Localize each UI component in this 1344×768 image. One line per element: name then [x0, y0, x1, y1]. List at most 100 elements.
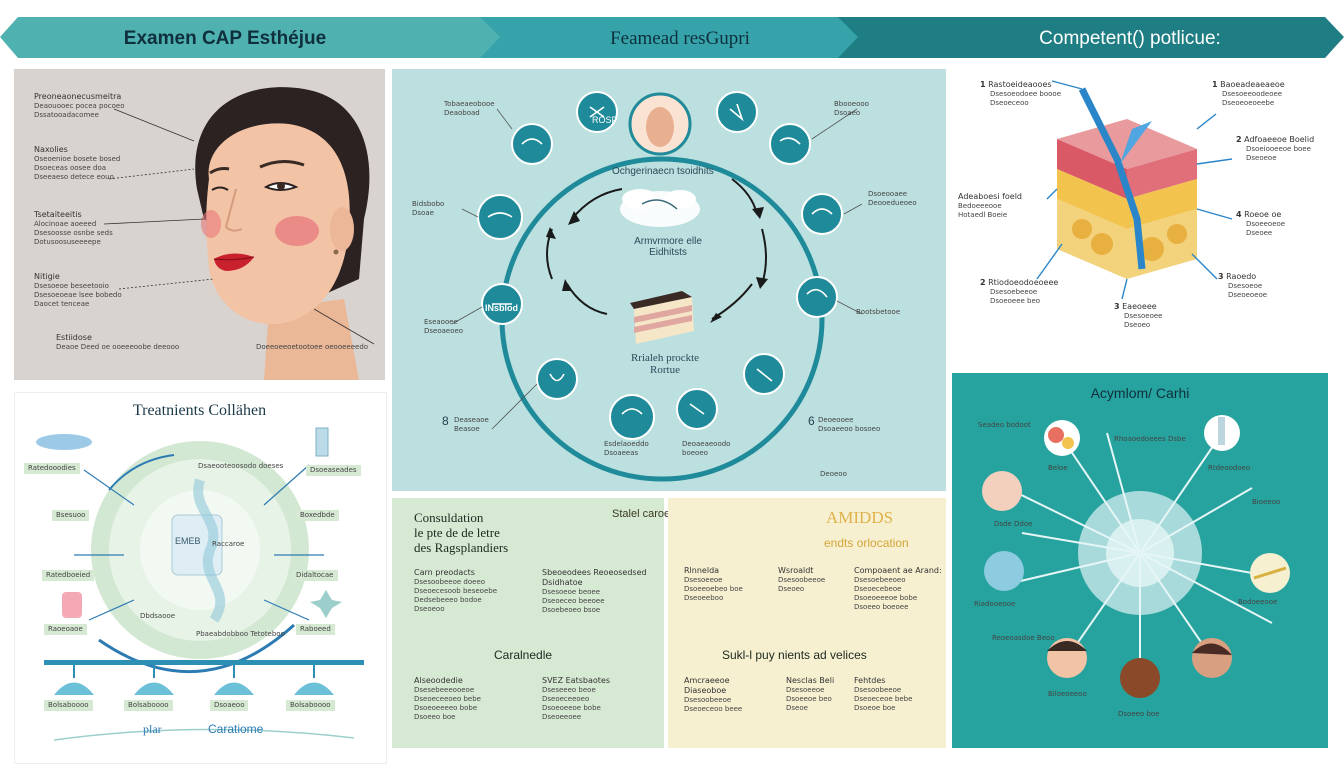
face-label-2: Naxolies Oseoenioe bosete bosed Dsoeceas… — [34, 145, 144, 182]
skin-cube — [1036, 80, 1233, 300]
banner-shape-3 — [838, 17, 1344, 58]
cycle-node-left-label: INsblod — [485, 303, 518, 313]
yellow-item-head: Rlnnelda — [684, 566, 720, 575]
cycle-label: Bootsbetooe — [856, 308, 901, 316]
collagen-center-label: EMEB — [175, 536, 201, 546]
skin-label: 2 Rtiodoeodoeoeee Dsesoebeeoe Dsoeoeee b… — [980, 278, 1058, 306]
care-label: Bodoeeooe — [1238, 598, 1278, 606]
cycle-label: Deaseaoe Beasoe — [454, 416, 489, 433]
skin-label-line: Bedoeeeooe — [958, 202, 1002, 210]
consult-item-line: Dseoeceeoeo bebe — [414, 695, 481, 703]
skin-label-line: Dseoeceoo — [990, 99, 1029, 107]
collagen-chip: Ratedboeied — [42, 570, 95, 581]
skin-label-head: 2 Adfoaeeoe Boelid — [1236, 135, 1314, 145]
cycle-label: Esdelaoeddo Dsoaeeas — [604, 440, 649, 457]
care-label: Seadeo bodoot — [978, 421, 1031, 429]
face-label-2-line: Dsoeceas oosee doa — [34, 164, 107, 172]
skin-label: 3 Eaeoeee Dsesoeoee Dseoeo — [1114, 302, 1162, 330]
yellow-mid-title: Sukl-l puy nients ad velices — [722, 648, 867, 662]
skin-label: 3 Raoedo Dsesoeoe Dseoeoeoe — [1218, 272, 1267, 300]
yellow-item: Compoaent ae Arand: Dsesoebeeoeo Dseoece… — [854, 566, 942, 612]
face-illustration — [103, 87, 375, 380]
collagen-chip: Raoeoaoe — [44, 624, 87, 635]
consult-item-line: Dsoeoeeeeo bobe — [414, 704, 478, 712]
care-label: Bioeeoo — [1252, 498, 1281, 506]
skin-label-num: 2 — [1236, 135, 1242, 144]
skin-label-head-text: Baoeadeaeaeoe — [1220, 80, 1285, 89]
yellow-item-line: Dsesoeeoe — [684, 576, 723, 584]
skin-label-line: Dsoeiooeeoe boee — [1246, 145, 1311, 153]
collagen-chip: Dbdsaooe — [140, 612, 176, 620]
banner-title-3[interactable]: Competent() potlicue: — [1039, 28, 1221, 49]
yellow-item-head: Amcraeeoe Diaseoboe — [684, 676, 730, 695]
consult-title-line: le pte de de letre — [414, 525, 500, 540]
skin-label-head: 1 Rastoeideaooes — [980, 80, 1061, 90]
care-label: Riadooeooe — [974, 600, 1016, 608]
collagen-footer-right: Caratiome — [208, 722, 264, 736]
cycle-label: Dsoeooaee Deooedueoeo — [868, 190, 917, 207]
platform-chip: Bolsaboooo — [44, 700, 93, 711]
consult-item-line: Dseoeeoee — [542, 713, 582, 721]
skin-label-head: 4 Roeoe oe — [1236, 210, 1285, 220]
yellow-item-line: Dseoeo — [778, 585, 805, 593]
skin-label-line: Dsesoeeoodeoee — [1222, 90, 1283, 98]
face-label-1-line: Deaouooec pocea pocoeo — [34, 102, 125, 110]
skin-label-head: 2 Rtiodoeodoeoeee — [980, 278, 1058, 288]
yellow-item-head: Nesclas Beli — [786, 676, 835, 685]
face-label-3-line: Alocinoae aoeeed — [34, 220, 97, 228]
face-label-3-line: Dotusoosuseeeepe — [34, 238, 101, 246]
cycle-number: 8 — [442, 414, 449, 428]
face-label-4-line: Daocet tenceae — [34, 300, 90, 308]
yellow-item-head: Fehtdes — [854, 676, 886, 685]
skin-label-num: 2 — [980, 278, 986, 287]
banner-shape-2 — [480, 17, 860, 58]
skin-label-head-text: Eaeoeee — [1122, 302, 1157, 311]
skin-label-head: 3 Eaeoeee — [1114, 302, 1162, 312]
platform-chip: Bolsaboooo — [286, 700, 335, 711]
face-label-2-line: Dseeaeso detece eouo — [34, 173, 114, 181]
face-label-3-line: Dsesoosse osnbe seds — [34, 229, 113, 237]
face-label-4-line: Dsesoeoe beseetooio — [34, 282, 109, 290]
consult-item: Alseoodedie Dsesebeeeooeoe Dseoeceeoeo b… — [414, 676, 532, 722]
header-banner-strip — [0, 17, 1344, 58]
consult-item-line: Dsoebeoeo bsoe — [542, 606, 601, 614]
skin-label: Adeaboesi foeld Bedoeeeooe Hotaedl Boeie — [958, 192, 1038, 220]
face-label-2-line: Oseoenioe bosete bosed — [34, 155, 121, 163]
consult-item: SVEZ Eatsbaotes Dseseeeo beoe Dseoeceeoe… — [542, 676, 660, 722]
skin-label-head: 1 Baoeadeaeaeoe — [1212, 80, 1285, 90]
yellow-item-head: Wsroaldt — [778, 566, 814, 575]
banner-title-2[interactable]: Feamead resGupri — [610, 28, 750, 49]
yellow-item-line: Dseoecebeoe — [854, 585, 902, 593]
consult-item-head: Carn preodacts — [414, 568, 475, 577]
yellow-panel — [668, 498, 946, 748]
consult-item-line: Dseoeceo beeoee — [542, 597, 605, 605]
cycle-label: Deoeoo — [820, 470, 847, 478]
cycle-center-top: Ochgerinaecn tsoidhits — [612, 166, 714, 177]
cycle-number: 6 — [808, 414, 815, 428]
collagen-chip: Dsoeaseades — [306, 465, 361, 476]
skin-label-line: Dseoeo — [1124, 321, 1151, 329]
skin-label-line: Dsesoebeeoe — [990, 288, 1038, 296]
yellow-item-line: Dseoeceoo beee — [684, 705, 743, 713]
skin-label-line: Dsesoeoe — [1228, 282, 1263, 290]
yellow-item: Fehtdes Dsesoobeeoe Dseoeceoe bebe Dsoeo… — [854, 676, 942, 713]
skin-label-line: Dseoeoeoeebe — [1222, 99, 1275, 107]
collagen-chip: Boxedbde — [296, 510, 339, 521]
consult-item-line: Dseoeoo — [414, 605, 445, 613]
consult-item-line: Dsesebeeeooeoe — [414, 686, 475, 694]
face-label-2-head: Naxolies — [34, 145, 68, 154]
collagen-chip: Raboeed — [296, 624, 335, 635]
skin-label-num: 3 — [1218, 272, 1224, 281]
care-label: Rtdeoodoeo — [1208, 464, 1251, 472]
face-label-1-head: Preoneaonecusmeitra — [34, 92, 122, 101]
face-label-4-line: Dsesoeoeae lsee bobedo — [34, 291, 122, 299]
yellow-item-line: Dseoe — [786, 704, 808, 712]
banner-title-1[interactable]: Examen CAP Esthéjue — [123, 28, 327, 49]
platform-chip: Bolsaboooo — [124, 700, 173, 711]
skin-label-line: Dsoeeoeoe — [1246, 220, 1286, 228]
yellow-item-line: Dsoeeo boeoee — [854, 603, 909, 611]
care-label: Dsde Ddoe — [994, 520, 1033, 528]
skin-label-num: 3 — [1114, 302, 1120, 311]
care-label: Rhoaoedoeees Dsbe — [1114, 435, 1186, 443]
face-label-1-line: Dssatooadacomee — [34, 111, 99, 119]
